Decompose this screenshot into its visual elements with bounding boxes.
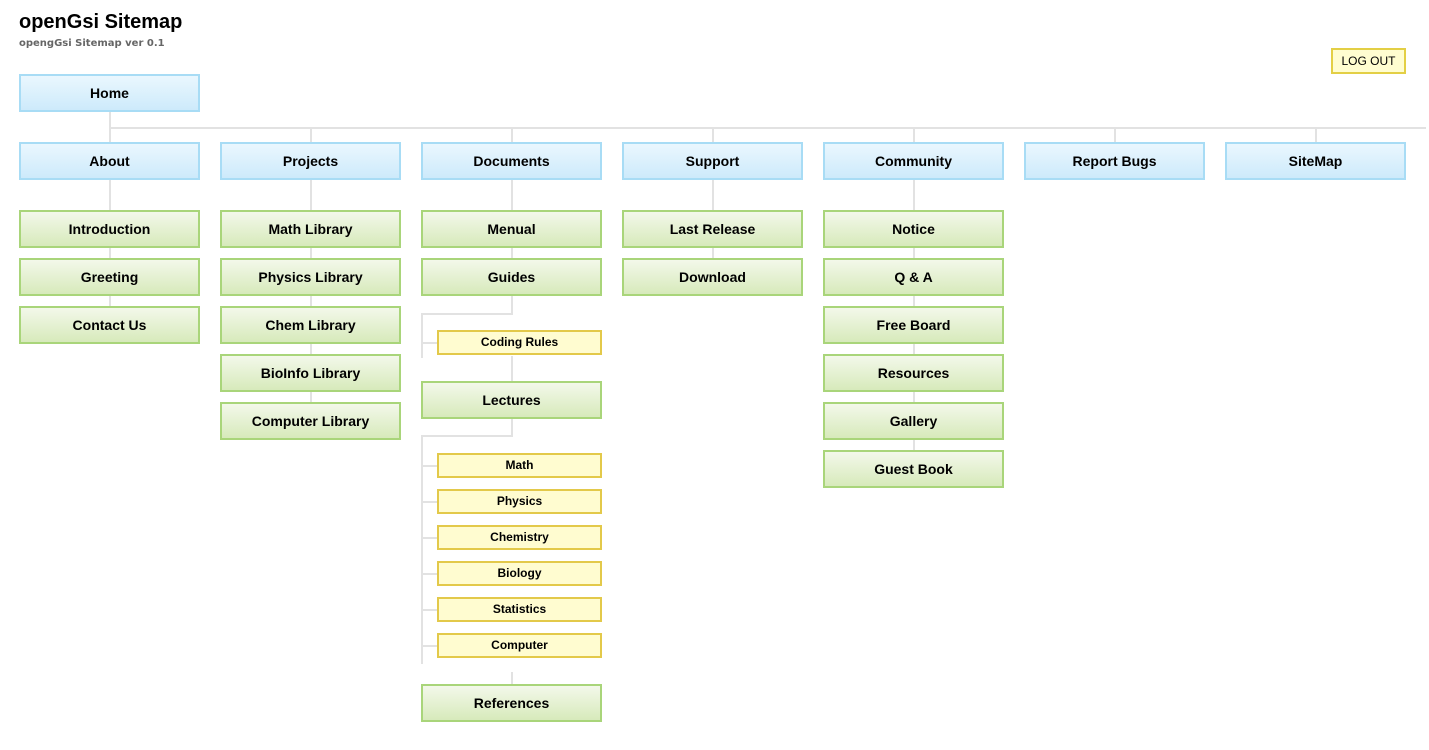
node-math-library[interactable]: Math Library — [220, 210, 401, 248]
node-coding-rules[interactable]: Coding Rules — [437, 330, 602, 355]
node-greeting[interactable]: Greeting — [19, 258, 200, 296]
node-menual[interactable]: Menual — [421, 210, 602, 248]
connector-guides-to-lectures — [511, 356, 513, 382]
node-resources[interactable]: Resources — [823, 354, 1004, 392]
node-documents[interactable]: Documents — [421, 142, 602, 180]
node-references[interactable]: References — [421, 684, 602, 722]
node-notice[interactable]: Notice — [823, 210, 1004, 248]
node-lecture-statistics[interactable]: Statistics — [437, 597, 602, 622]
node-contact-us[interactable]: Contact Us — [19, 306, 200, 344]
page-title: openGsi Sitemap — [19, 11, 183, 33]
node-physics-library[interactable]: Physics Library — [220, 258, 401, 296]
connector-coding-rules-tick — [421, 342, 437, 344]
connector-guides-v — [421, 313, 423, 358]
node-community[interactable]: Community — [823, 142, 1004, 180]
node-chem-library[interactable]: Chem Library — [220, 306, 401, 344]
node-support[interactable]: Support — [622, 142, 803, 180]
connector-horizontal-main — [109, 127, 1426, 129]
connector-report-bugs — [1114, 127, 1116, 143]
connector-lectures-h — [421, 435, 513, 437]
node-lecture-computer[interactable]: Computer — [437, 633, 602, 658]
node-lecture-math[interactable]: Math — [437, 453, 602, 478]
node-introduction[interactable]: Introduction — [19, 210, 200, 248]
connector-lecture-tick-6 — [421, 645, 437, 647]
node-lectures[interactable]: Lectures — [421, 381, 602, 419]
node-q-and-a[interactable]: Q & A — [823, 258, 1004, 296]
node-about[interactable]: About — [19, 142, 200, 180]
connector-lecture-tick-3 — [421, 537, 437, 539]
connector-sitemap — [1315, 127, 1317, 143]
node-report-bugs[interactable]: Report Bugs — [1024, 142, 1205, 180]
connector-lecture-tick-4 — [421, 573, 437, 575]
connector-guides-h — [421, 313, 513, 315]
node-guest-book[interactable]: Guest Book — [823, 450, 1004, 488]
node-lecture-physics[interactable]: Physics — [437, 489, 602, 514]
node-download[interactable]: Download — [622, 258, 803, 296]
node-gallery[interactable]: Gallery — [823, 402, 1004, 440]
node-free-board[interactable]: Free Board — [823, 306, 1004, 344]
connector-lecture-tick-2 — [421, 501, 437, 503]
node-bioinfo-library[interactable]: BioInfo Library — [220, 354, 401, 392]
node-lecture-biology[interactable]: Biology — [437, 561, 602, 586]
node-lecture-chemistry[interactable]: Chemistry — [437, 525, 602, 550]
page-subtitle: opengGsi Sitemap ver 0.1 — [19, 38, 165, 49]
connector-lectures-down — [511, 418, 513, 436]
node-last-release[interactable]: Last Release — [622, 210, 803, 248]
connector-to-references — [511, 672, 513, 685]
node-computer-library[interactable]: Computer Library — [220, 402, 401, 440]
connector-lecture-tick-1 — [421, 465, 437, 467]
node-projects[interactable]: Projects — [220, 142, 401, 180]
node-sitemap[interactable]: SiteMap — [1225, 142, 1406, 180]
connector-lectures-v — [421, 435, 423, 664]
node-home[interactable]: Home — [19, 74, 200, 112]
node-guides[interactable]: Guides — [421, 258, 602, 296]
connector-home-down — [109, 111, 111, 129]
logout-button[interactable]: LOG OUT — [1331, 48, 1406, 74]
connector-lecture-tick-5 — [421, 609, 437, 611]
